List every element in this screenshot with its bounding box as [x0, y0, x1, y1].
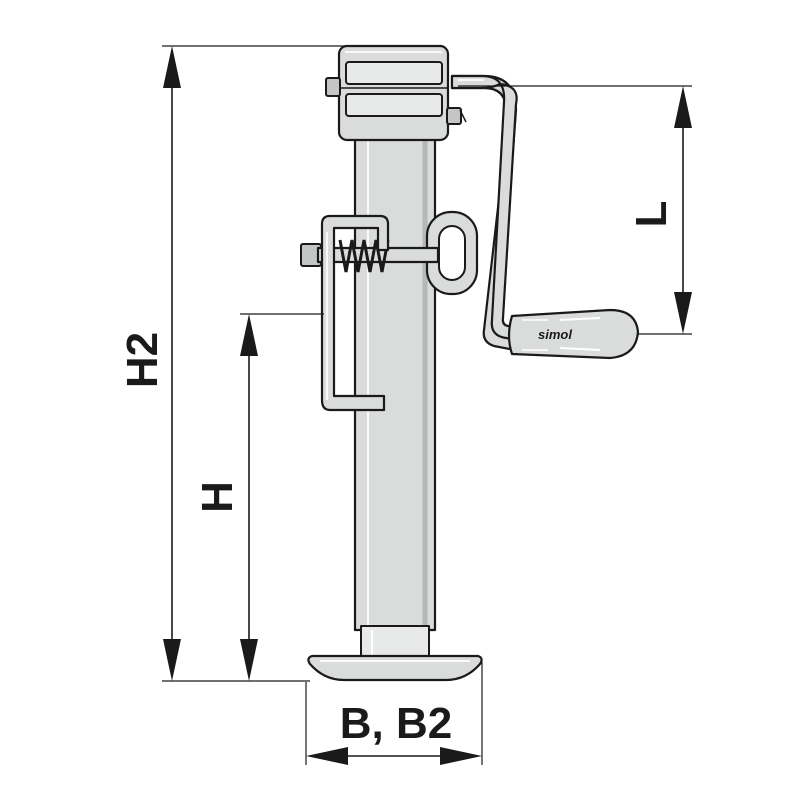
support-jack: simol — [300, 44, 640, 682]
h2-label: H2 — [118, 332, 167, 388]
l-label: L — [627, 201, 676, 228]
dimension-lines: H2 H L B, B2 — [118, 45, 692, 765]
spring — [338, 239, 390, 273]
housing-bolt — [325, 77, 467, 125]
lock-eye — [425, 210, 479, 296]
h-dimension: H — [193, 314, 258, 681]
outer-tube — [353, 128, 437, 632]
foot-plate — [307, 654, 483, 682]
handle-brand-label: simol — [538, 327, 572, 342]
l-dimension: L — [627, 86, 692, 334]
h-label: H — [193, 481, 242, 513]
b-label: B, B2 — [340, 699, 452, 748]
gear-housing — [337, 44, 450, 142]
h2-dimension: H2 — [118, 46, 181, 681]
locking-rod — [320, 214, 390, 412]
crank-handle: simol — [507, 308, 640, 360]
b-dimension: B, B2 — [306, 699, 482, 765]
lock-pin — [300, 239, 440, 273]
